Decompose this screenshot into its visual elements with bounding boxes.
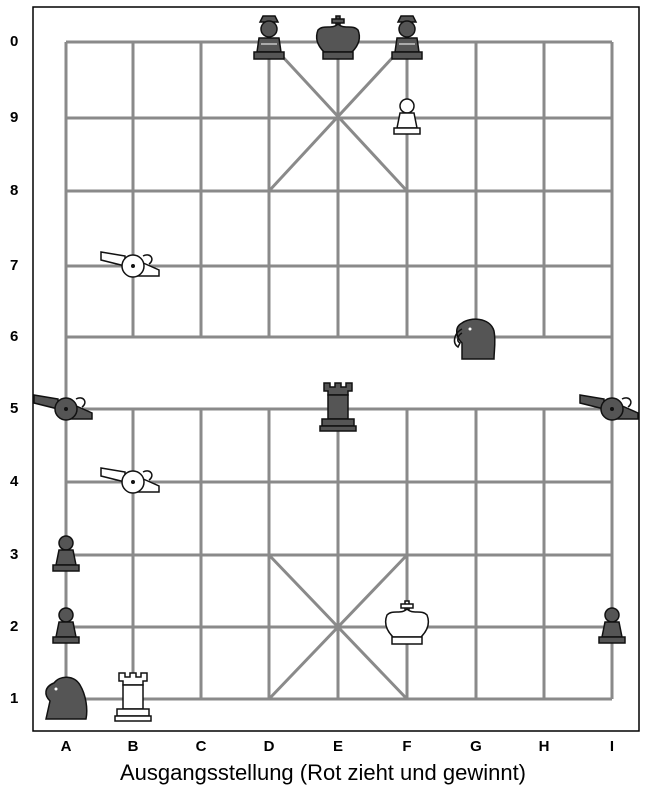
caption: Ausgangsstellung (Rot zieht und gewinnt) bbox=[0, 760, 646, 786]
file-label: F bbox=[392, 738, 422, 755]
rank-label: 3 bbox=[10, 546, 30, 563]
file-label: A bbox=[51, 738, 81, 755]
file-label: C bbox=[186, 738, 216, 755]
file-label: G bbox=[461, 738, 491, 755]
rank-label: 6 bbox=[10, 328, 30, 345]
rank-label: 7 bbox=[10, 257, 30, 274]
rank-label: 2 bbox=[10, 618, 30, 635]
file-label: I bbox=[597, 738, 627, 755]
rank-label: 0 bbox=[10, 33, 30, 50]
file-label: D bbox=[254, 738, 284, 755]
file-label: E bbox=[323, 738, 353, 755]
rank-label: 8 bbox=[10, 182, 30, 199]
rank-label: 1 bbox=[10, 690, 30, 707]
rank-label: 4 bbox=[10, 473, 30, 490]
file-label: B bbox=[118, 738, 148, 755]
file-label: H bbox=[529, 738, 559, 755]
rank-label: 9 bbox=[10, 109, 30, 126]
rank-label: 5 bbox=[10, 400, 30, 417]
